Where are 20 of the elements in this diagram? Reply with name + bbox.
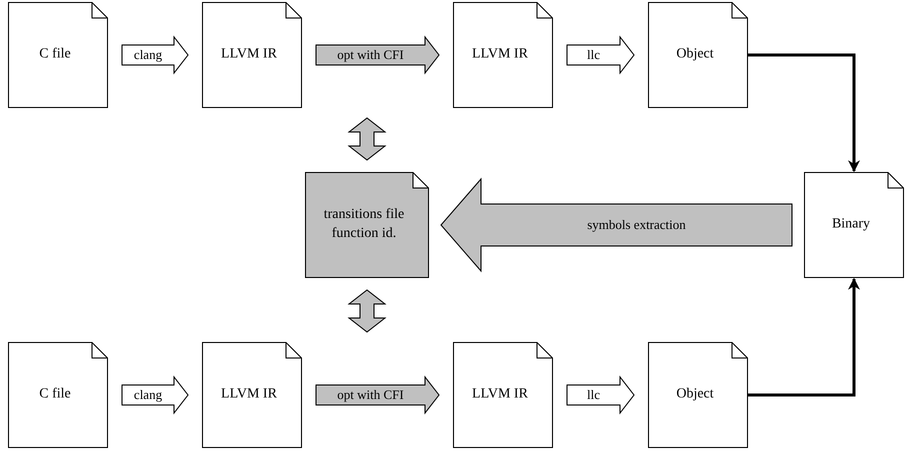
node-label: transitions file function id. — [322, 206, 406, 243]
node-label: Object — [675, 386, 715, 404]
node-label: LLVM IR — [471, 386, 529, 404]
double-block-arrow — [348, 289, 386, 333]
connector-arrow — [748, 278, 860, 396]
edge-label: symbols extraction — [585, 217, 688, 233]
edge-label: clang — [132, 47, 164, 63]
double-block-arrow — [348, 117, 386, 161]
connector-arrow — [748, 54, 860, 172]
node-label: LLVM IR — [220, 386, 278, 404]
node-label: LLVM IR — [471, 46, 529, 64]
edge-label: clang — [132, 387, 164, 403]
node-label: LLVM IR — [220, 46, 278, 64]
node-label: Binary — [830, 216, 872, 234]
edge-label: opt with CFI — [335, 47, 406, 63]
block-arrow — [440, 178, 792, 272]
node-label: C file — [38, 386, 72, 404]
node-label: C file — [38, 46, 72, 64]
edge-label: opt with CFI — [335, 387, 406, 403]
node-label: Object — [675, 46, 715, 64]
